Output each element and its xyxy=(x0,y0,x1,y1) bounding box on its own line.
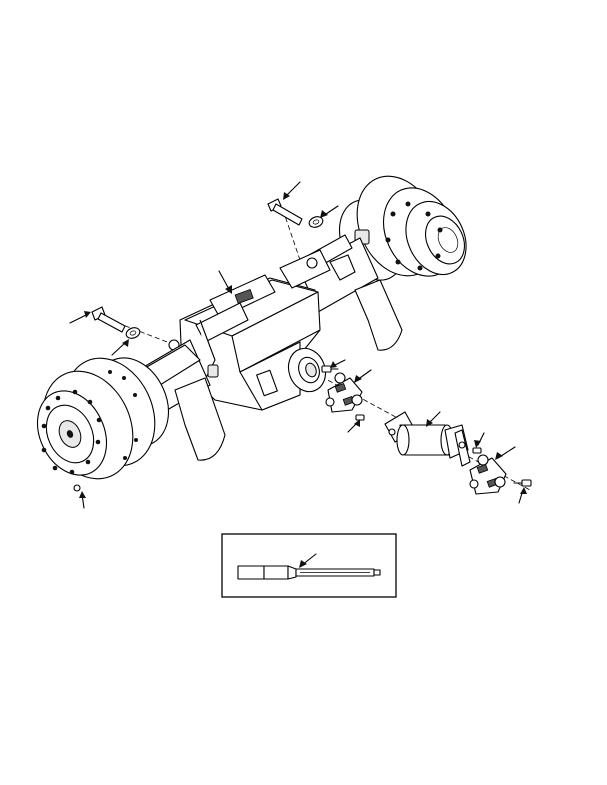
drive-shaft xyxy=(384,411,471,467)
washer-upper-left xyxy=(125,327,141,339)
washer-upper-right xyxy=(308,216,324,228)
bolt-rear-yoke xyxy=(513,479,532,487)
front-yoke xyxy=(325,372,363,413)
bolt-upper-right xyxy=(267,198,303,226)
tool-inset xyxy=(221,533,397,598)
special-tool-drawing xyxy=(237,565,381,580)
callout-leaders xyxy=(69,181,527,509)
bolt-upper-left xyxy=(91,306,126,333)
left-wheel-end xyxy=(36,357,169,492)
rear-yoke xyxy=(469,454,507,495)
screw-flange xyxy=(321,365,339,373)
screw-rear-yoke xyxy=(472,447,482,454)
bolt-path-right xyxy=(282,209,301,261)
